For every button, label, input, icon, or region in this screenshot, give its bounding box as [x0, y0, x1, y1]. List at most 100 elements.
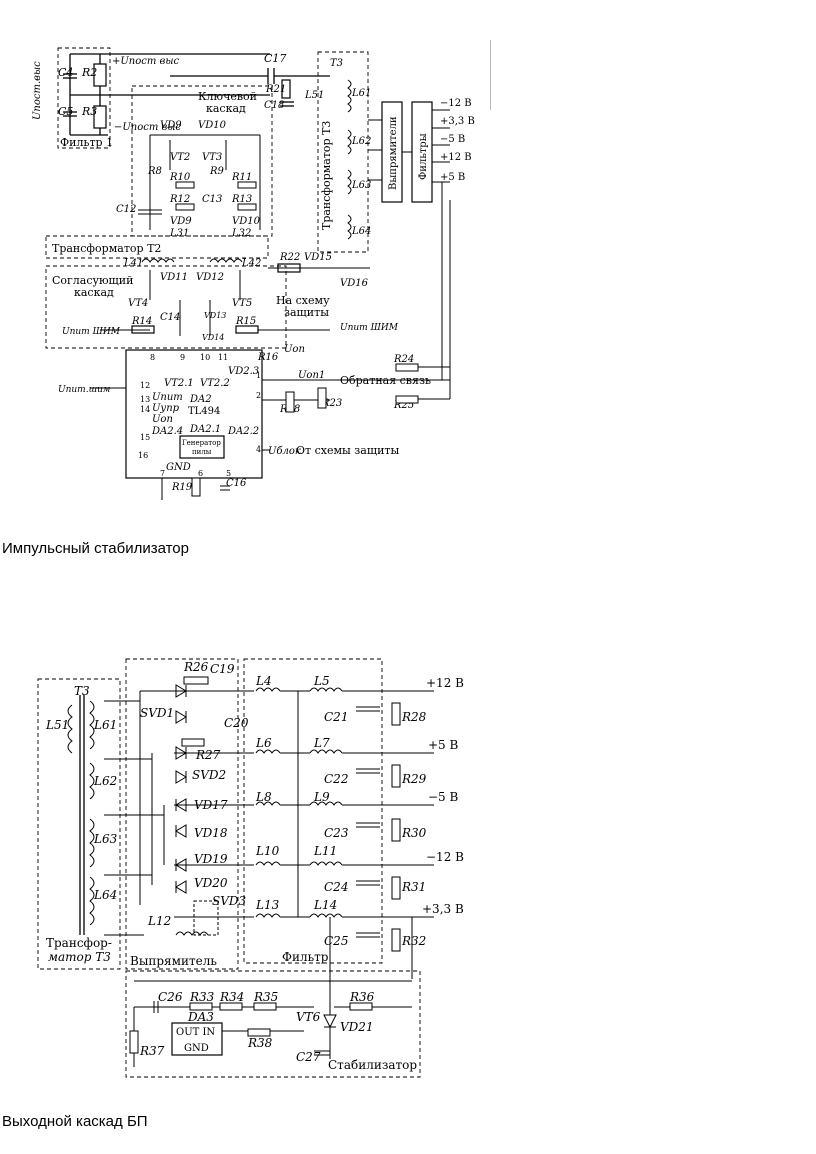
l32-label: L32	[231, 228, 251, 239]
c17-label: C17	[264, 52, 286, 65]
da3-pins-label: OUT IN	[176, 1027, 215, 1038]
r3-label: R3	[81, 105, 97, 118]
pin-8: 8	[150, 353, 155, 362]
transformer-t2-block	[45, 235, 269, 259]
key-stage-label-2: каскад	[206, 102, 246, 115]
pin-4: 4	[256, 445, 261, 454]
r23-label: R23	[321, 398, 342, 409]
vt2-label: VT2	[170, 152, 190, 163]
c23-label: C23	[324, 826, 349, 840]
filters-label: Фильтры	[418, 133, 429, 180]
filter-label: Фильтр 1	[60, 136, 113, 149]
r14-label: R14	[131, 316, 152, 327]
out-minus12: −12 В	[426, 850, 464, 864]
generator-label-2: пилы	[192, 448, 212, 456]
r27-label: R27	[195, 748, 221, 762]
filter-block	[243, 658, 383, 964]
svd2-label: SVD2	[192, 768, 226, 782]
vd23-label: VD2.3	[228, 366, 259, 377]
da3-gnd-label: GND	[184, 1043, 209, 1054]
saw-generator-box	[179, 435, 225, 459]
vd9-label: VD9	[160, 120, 182, 131]
pin-2: 2	[256, 391, 261, 400]
t3-label: T3	[330, 58, 343, 69]
l10-label: L10	[255, 844, 280, 858]
r12-label: R12	[169, 194, 190, 205]
r29-label: R29	[401, 772, 427, 786]
rectifier-block	[125, 658, 239, 970]
l64-label: L64	[351, 226, 371, 237]
r13-label: R13	[231, 194, 252, 205]
c14-label: C14	[160, 312, 180, 323]
stabilizer-block	[125, 970, 421, 1078]
r28-label: R28	[401, 710, 427, 724]
l51-label: L51	[45, 718, 69, 732]
output-stage-schematic: Трансфор- матор Т3 T3 L51 L61 L62 L63 L6…	[37, 658, 464, 1078]
u-minus-label: −Uпост выс	[114, 122, 181, 133]
vt5-label: VT5	[232, 298, 252, 309]
l63-label: L63	[93, 832, 118, 846]
out-plus33: +3,3 В	[422, 902, 464, 916]
vd21-label: VD21	[340, 1020, 374, 1034]
da2-label: DA2	[189, 394, 212, 405]
c24-label: C24	[324, 880, 348, 894]
l61-label: L61	[93, 718, 117, 732]
filter-label: Фильтр	[282, 950, 329, 964]
vd10b-label: VD10	[232, 216, 261, 227]
vd12-label: VD12	[196, 272, 224, 283]
vd16-label: VD16	[340, 278, 369, 289]
l63-label: L63	[351, 180, 371, 191]
pin-14: 14	[140, 405, 150, 414]
r37-label: R37	[139, 1044, 165, 1058]
l61-label: L61	[351, 88, 371, 99]
protection-label-2: защиты	[284, 306, 329, 319]
rectifiers-label: Выпрямители	[388, 116, 399, 190]
r9-label: R9	[209, 166, 225, 177]
r35-label: R35	[253, 990, 278, 1004]
vd11-label: VD11	[160, 272, 188, 283]
out-plus12: +12 В	[426, 676, 464, 690]
c20-label: C20	[224, 716, 249, 730]
out-plus5: +5 В	[428, 738, 459, 752]
gnd-label: GND	[166, 462, 191, 473]
vt22-label: VT2.2	[200, 378, 230, 389]
l4-label: L4	[255, 674, 272, 688]
da22-label: DA2.2	[227, 426, 259, 437]
l9-label: L9	[313, 790, 330, 804]
figure1-caption: Импульсный стабилизатор	[2, 540, 189, 557]
matching-label-1: Согласующий	[52, 274, 133, 287]
matching-label-2: каскад	[74, 286, 114, 299]
generator-label-1: Генератор	[182, 439, 221, 447]
pulse-stabilizer-schematic: Uпост.выс Фильтр 1 C4 C5 R2 R3 +Uпост вы…	[32, 47, 475, 500]
from-protection-label: От схемы защиты	[296, 444, 399, 457]
c16-label: C16	[226, 478, 247, 489]
l6-label: L6	[255, 736, 272, 750]
r11-label: R11	[231, 172, 252, 183]
matching-stage-block	[45, 265, 287, 349]
u-pit-shim-label: Uпит ШИМ	[62, 327, 121, 337]
da24-label: DA2.4	[151, 426, 183, 437]
da3-chip	[171, 1022, 223, 1056]
c5-label: C5	[58, 105, 73, 118]
l41-label: L41	[123, 258, 143, 269]
r21-label: R21	[265, 84, 286, 95]
u-op-in-label: Uоп	[152, 414, 173, 425]
c27-label: C27	[296, 1050, 321, 1064]
l62-label: L62	[93, 774, 117, 788]
pin-6: 6	[198, 469, 203, 478]
vd10-label: VD10	[198, 120, 227, 131]
c21-label: C21	[324, 710, 348, 724]
pin-13: 13	[140, 395, 150, 404]
pin-9: 9	[180, 353, 185, 362]
stabilizer-label: Стабилизатор	[328, 1058, 417, 1072]
c18-label: C18	[264, 100, 284, 111]
svd1-label: SVD1	[140, 706, 174, 720]
u-pit-shim-label-3: Uпит.шим	[58, 385, 110, 395]
c19-label: C19	[210, 662, 235, 676]
pin-15: 15	[140, 433, 150, 442]
da3-label: DA3	[187, 1010, 214, 1024]
l42-label: L42	[241, 258, 261, 269]
r2-label: R2	[81, 66, 97, 79]
c22-label: C22	[324, 772, 348, 786]
u-op-label: Uоп	[284, 344, 305, 355]
